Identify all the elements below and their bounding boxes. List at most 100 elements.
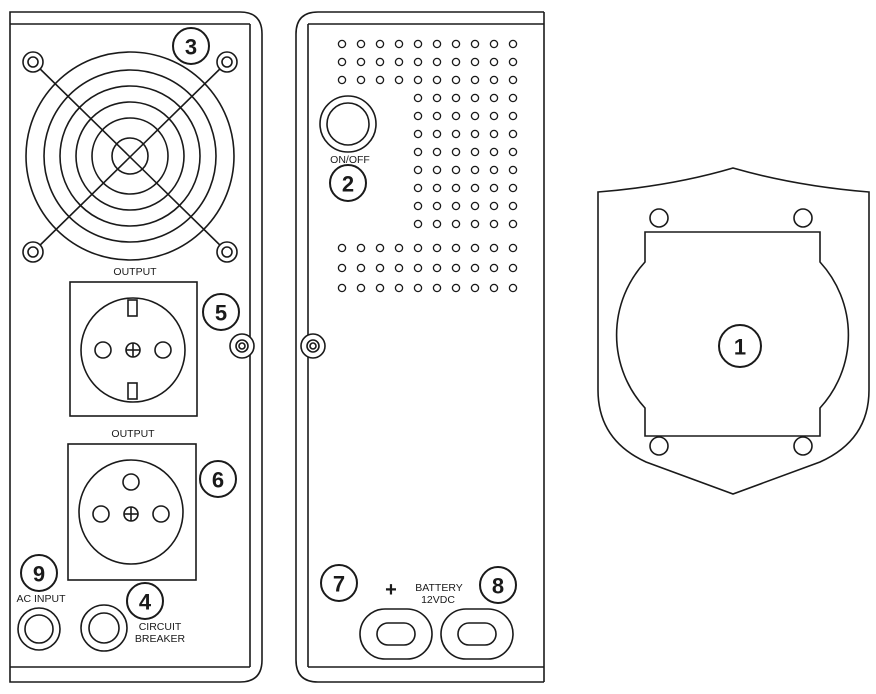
vent-hole (451, 93, 461, 103)
vent-hole (413, 57, 423, 67)
vent-hole (413, 243, 423, 253)
vent-hole (394, 283, 404, 293)
output-label-top: OUTPUT (113, 266, 157, 278)
schuko-pin-hole (154, 341, 172, 359)
vent-hole (489, 147, 499, 157)
vent-hole (451, 263, 461, 273)
vent-hole (451, 111, 461, 121)
vent-hole (470, 129, 480, 139)
output-label-bottom: OUTPUT (111, 428, 155, 440)
vent-hole (451, 75, 461, 85)
vent-hole (451, 129, 461, 139)
vent-hole (470, 39, 480, 49)
fan-screw-inner (27, 246, 39, 258)
battery-plus-sign: + (385, 579, 397, 601)
vent-hole (337, 57, 347, 67)
ac-input-inner (24, 614, 54, 644)
callout-1: 1 (718, 324, 762, 368)
circuit-breaker-outer (80, 604, 128, 652)
battery-voltage-label: 12VDC (421, 594, 455, 606)
vent-hole (470, 57, 480, 67)
mounting-hole (649, 436, 669, 456)
fan-screw (216, 51, 238, 73)
three-pin-hole (92, 505, 110, 523)
callout-number: 8 (492, 574, 504, 599)
vent-hole (356, 243, 366, 253)
vent-hole (470, 219, 480, 229)
vent-hole (413, 283, 423, 293)
callout-circle (20, 554, 58, 592)
vent-hole (470, 75, 480, 85)
rear-side-knob-inner (235, 339, 249, 353)
vent-hole (337, 75, 347, 85)
fan-screw (22, 241, 44, 263)
vent-hole (375, 263, 385, 273)
vent-hole (356, 283, 366, 293)
terminal-inner (376, 622, 416, 646)
fan-screw (216, 241, 238, 263)
vent-hole (375, 39, 385, 49)
fan-ring (43, 69, 217, 243)
rear-side-knob-core (238, 342, 246, 350)
vent-hole (470, 263, 480, 273)
vent-hole (337, 263, 347, 273)
vent-hole (432, 93, 442, 103)
callout-circle (202, 293, 240, 331)
vent-hole (413, 263, 423, 273)
callout-3: 3 (172, 27, 210, 65)
circuit-breaker-label: BREAKER (135, 633, 186, 645)
vent-hole (451, 201, 461, 211)
vent-hole (356, 39, 366, 49)
vent-hole (489, 39, 499, 49)
callout-5: 5 (202, 293, 240, 331)
vent-hole (489, 219, 499, 229)
battery-terminal-positive (359, 608, 433, 660)
ac-input-port (17, 607, 61, 651)
vent-hole (489, 263, 499, 273)
vent-hole (508, 201, 518, 211)
ac-input-outer (17, 607, 61, 651)
three-pin-hole (122, 473, 140, 491)
output-socket-three-pin (67, 443, 197, 581)
vent-hole (394, 39, 404, 49)
shield-outline (597, 167, 870, 495)
vent-hole (489, 183, 499, 193)
vent-hole (432, 57, 442, 67)
callout-number: 4 (139, 590, 152, 615)
vent-hole (508, 219, 518, 229)
callout-number: 6 (212, 468, 224, 493)
vent-hole (508, 165, 518, 175)
side-panel: ON/OFF + - BATTERY 12VDC (295, 11, 545, 683)
fan-ring (59, 85, 201, 227)
vent-hole (337, 39, 347, 49)
callout-number: 1 (734, 335, 746, 360)
callout-7: 7 (320, 564, 358, 602)
vent-hole (470, 147, 480, 157)
callout-number: 7 (333, 572, 345, 597)
vent-hole (413, 39, 423, 49)
vent-hole (508, 147, 518, 157)
vent-hole (470, 111, 480, 121)
vent-hole (489, 165, 499, 175)
vent-hole (432, 183, 442, 193)
schuko-pin-hole (94, 341, 112, 359)
side-panel-outline (295, 11, 544, 683)
vent-hole (470, 93, 480, 103)
mounting-hole (793, 208, 813, 228)
callout-circle (329, 164, 367, 202)
vent-hole (432, 111, 442, 121)
front-side-knob (300, 333, 326, 359)
vent-hole (470, 201, 480, 211)
vent-hole (375, 243, 385, 253)
callout-circle (172, 27, 210, 65)
fan-screw (22, 51, 44, 73)
vent-hole (489, 283, 499, 293)
callout-9: 9 (20, 554, 58, 592)
vent-hole (432, 75, 442, 85)
battery-label: BATTERY (415, 582, 462, 594)
rear-side-knob (229, 333, 255, 359)
vent-hole (508, 243, 518, 253)
callout-circle (320, 564, 358, 602)
power-button-outer (319, 95, 377, 153)
